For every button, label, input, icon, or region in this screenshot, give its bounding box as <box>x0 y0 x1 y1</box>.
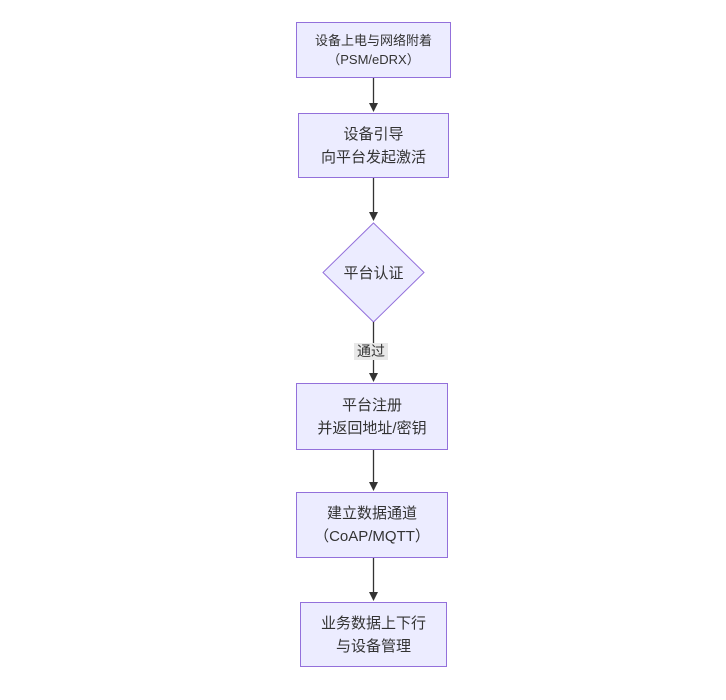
node-platform-auth-decision: 平台认证 <box>323 223 424 322</box>
arrow-register-to-channel <box>369 450 378 491</box>
node-label-line: 平台认证 <box>343 265 404 282</box>
node-business-data-device-mgmt: 业务数据上下行 与设备管理 <box>300 602 447 667</box>
node-label-line: 设备上电与网络附着 <box>314 33 432 48</box>
node-label-line: （PSM/eDRX） <box>327 52 420 67</box>
edge-label-pass: 通过 <box>354 343 388 360</box>
node-label-line: 并返回地址/密钥 <box>317 419 427 437</box>
arrow-power-to-bootstrap <box>369 78 378 112</box>
node-platform-register: 平台注册 并返回地址/密钥 <box>296 383 448 450</box>
node-label-line: 业务数据上下行 <box>320 614 426 632</box>
arrow-channel-to-business <box>369 558 378 601</box>
node-label-line: （CoAP/MQTT） <box>314 528 430 545</box>
node-label-line: 与设备管理 <box>335 637 411 655</box>
node-label-line: 建立数据通道 <box>326 505 417 522</box>
arrow-bootstrap-to-auth <box>369 178 378 221</box>
node-establish-data-channel: 建立数据通道 （CoAP/MQTT） <box>296 492 448 558</box>
node-label-line: 设备引导 <box>343 125 404 143</box>
node-device-power-network-attach: 设备上电与网络附着 （PSM/eDRX） <box>296 22 451 78</box>
node-label-line: 向平台发起激活 <box>320 148 426 166</box>
node-label-line: 平台注册 <box>341 396 402 414</box>
node-device-bootstrap: 设备引导 向平台发起激活 <box>298 113 449 178</box>
